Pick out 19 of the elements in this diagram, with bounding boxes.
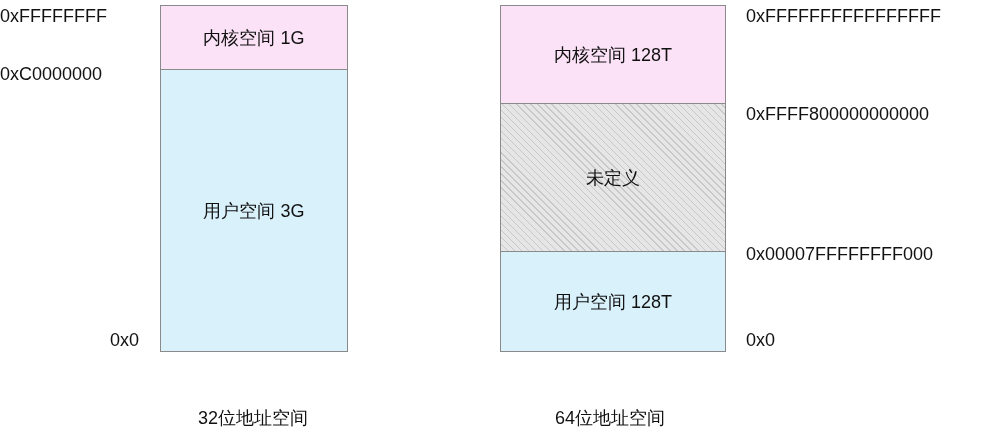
address-label: 0xFFFFFFFFFFFFFFFF <box>746 6 941 27</box>
region-label: 用户空间 128T <box>554 290 672 314</box>
caption: 32位地址空间 <box>198 407 309 430</box>
address-label: 0xC0000000 <box>0 64 103 85</box>
region-label: 内核空间 128T <box>554 44 672 67</box>
memory-region <box>500 251 726 352</box>
memory-region <box>160 69 348 352</box>
region-label: 内核空间 1G <box>203 27 305 50</box>
address-label: 0x0 <box>746 330 776 351</box>
address-label: 0xFFFF800000000000 <box>746 104 930 125</box>
address-label: 0x00007FFFFFFFF000 <box>746 244 934 265</box>
address-label: 0x0 <box>110 330 140 351</box>
memory-region <box>500 5 726 105</box>
memory-region <box>160 5 348 71</box>
address-label: 0xFFFFFFFF <box>0 6 107 27</box>
hatched-region <box>500 103 726 253</box>
region-label: 用户空间 3G <box>203 199 305 223</box>
caption: 64位地址空间 <box>555 407 666 430</box>
region-label: 未定义 <box>586 167 640 190</box>
